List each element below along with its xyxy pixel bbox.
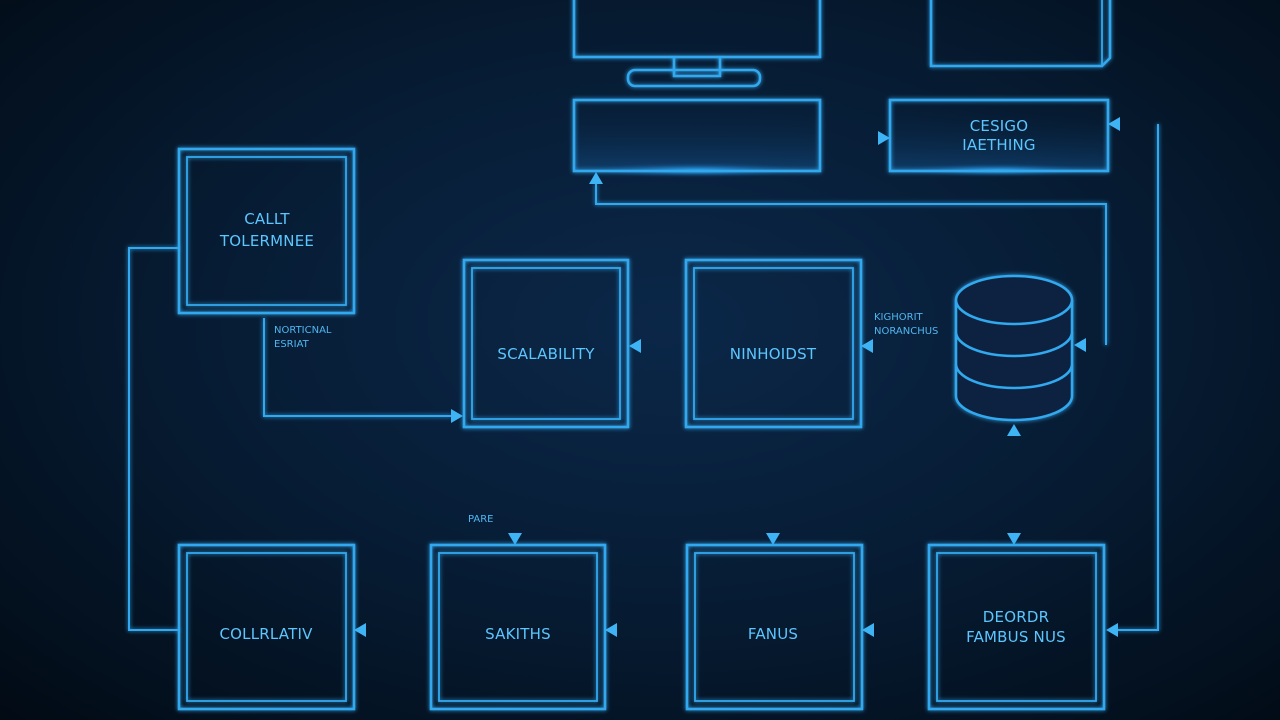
connector-left-to-scalability — [263, 318, 452, 417]
center-right-label: NINHOIDST — [730, 345, 817, 363]
bottom-box-1-label: COLLRLATIV — [219, 625, 313, 643]
left-box-label-2: TOLERMNEE — [219, 232, 314, 250]
arrow-head — [861, 339, 873, 353]
bottom-box-4 — [927, 543, 1106, 711]
top-right-box-label-1: CESIGO — [970, 117, 1029, 135]
bottom-box-4-label-1: DEORDR — [983, 608, 1049, 626]
bottom-box-3-label: FANUS — [748, 625, 798, 643]
arrow-head — [508, 533, 522, 545]
bottom-box-3 — [685, 543, 864, 711]
database-icon — [954, 274, 1074, 422]
arrow-head — [878, 131, 890, 145]
bottom-box-1 — [177, 543, 356, 711]
bottom-box-2-label: SAKITHS — [485, 625, 551, 643]
center-right-box — [684, 258, 863, 429]
scalability-label: SCALABILITY — [497, 345, 595, 363]
scalability-box — [462, 258, 630, 429]
bottom-box-4-label-2: FAMBUS NUS — [966, 628, 1066, 646]
arrow-head — [862, 623, 874, 637]
left-note-2: ESRIAT — [274, 339, 310, 350]
arrow-head — [354, 623, 366, 637]
arrow-head — [1007, 533, 1021, 545]
db-note-2: NORANCHUS — [874, 326, 938, 337]
left-top-box — [177, 147, 356, 315]
arrow-head — [451, 409, 463, 423]
top-right-partial-box — [929, 0, 1112, 68]
arrow-head — [605, 623, 617, 637]
bottom-box-2 — [429, 543, 607, 711]
left-loop-line — [128, 247, 179, 631]
arrow-head — [589, 172, 603, 184]
arrow-head — [629, 339, 641, 353]
top-right-process-box: CESIGO IAETHING — [888, 98, 1110, 177]
top-right-box-label-2: IAETHING — [962, 136, 1035, 154]
left-box-label-1: CALLT — [244, 210, 290, 228]
monitor-icon — [572, 0, 822, 88]
db-note-1: KIGHORIT — [874, 312, 924, 323]
left-note-1: NORTICNAL — [274, 325, 332, 336]
lower-note: PARE — [468, 514, 494, 525]
input-panel — [572, 98, 822, 178]
arrow-head — [1074, 338, 1086, 352]
arrow-head — [1007, 424, 1021, 436]
arrow-head — [1106, 623, 1118, 637]
arrow-head — [766, 533, 780, 545]
right-loop-line — [1116, 124, 1159, 631]
arrow-head — [1108, 117, 1120, 131]
feedback-line — [595, 184, 1107, 345]
